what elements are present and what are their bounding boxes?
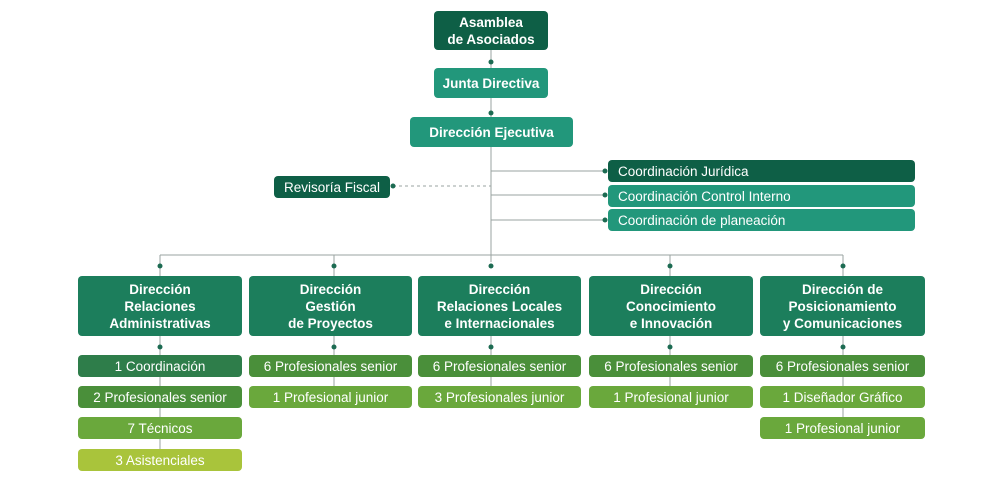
direccion-conocimiento-innovacion: Dirección Conocimiento e Innovación (589, 276, 753, 336)
coordinacion-control-interno-box: Coordinación Control Interno (608, 185, 915, 207)
list-item: 1 Coordinación (78, 355, 242, 377)
direccion-posicionamiento-comunicaciones: Dirección de Posicionamiento y Comunicac… (760, 276, 925, 336)
list-item: 3 Profesionales junior (418, 386, 581, 408)
asamblea-box: Asamblea de Asociados (434, 11, 548, 50)
coordinacion-juridica-box: Coordinación Jurídica (608, 160, 915, 182)
list-item: 2 Profesionales senior (78, 386, 242, 408)
direccion-relaciones-locales: Dirección Relaciones Locales e Internaci… (418, 276, 581, 336)
list-item: 3 Asistenciales (78, 449, 242, 471)
coordinacion-planeacion-box: Coordinación de planeación (608, 209, 915, 231)
list-item: 6 Profesionales senior (760, 355, 925, 377)
list-item: 6 Profesionales senior (418, 355, 581, 377)
list-item: 1 Profesional junior (760, 417, 925, 439)
revisoria-fiscal-box: Revisoría Fiscal (274, 176, 390, 198)
list-item: 6 Profesionales senior (249, 355, 412, 377)
list-item: 1 Diseñador Gráfico (760, 386, 925, 408)
direccion-relaciones-administrativas: Dirección Relaciones Administrativas (78, 276, 242, 336)
direccion-gestion-proyectos: Dirección Gestión de Proyectos (249, 276, 412, 336)
list-item: 7 Técnicos (78, 417, 242, 439)
list-item: 6 Profesionales senior (589, 355, 753, 377)
junta-directiva-box: Junta Directiva (434, 68, 548, 98)
direccion-ejecutiva-box: Dirección Ejecutiva (410, 117, 573, 147)
list-item: 1 Profesional junior (589, 386, 753, 408)
list-item: 1 Profesional junior (249, 386, 412, 408)
